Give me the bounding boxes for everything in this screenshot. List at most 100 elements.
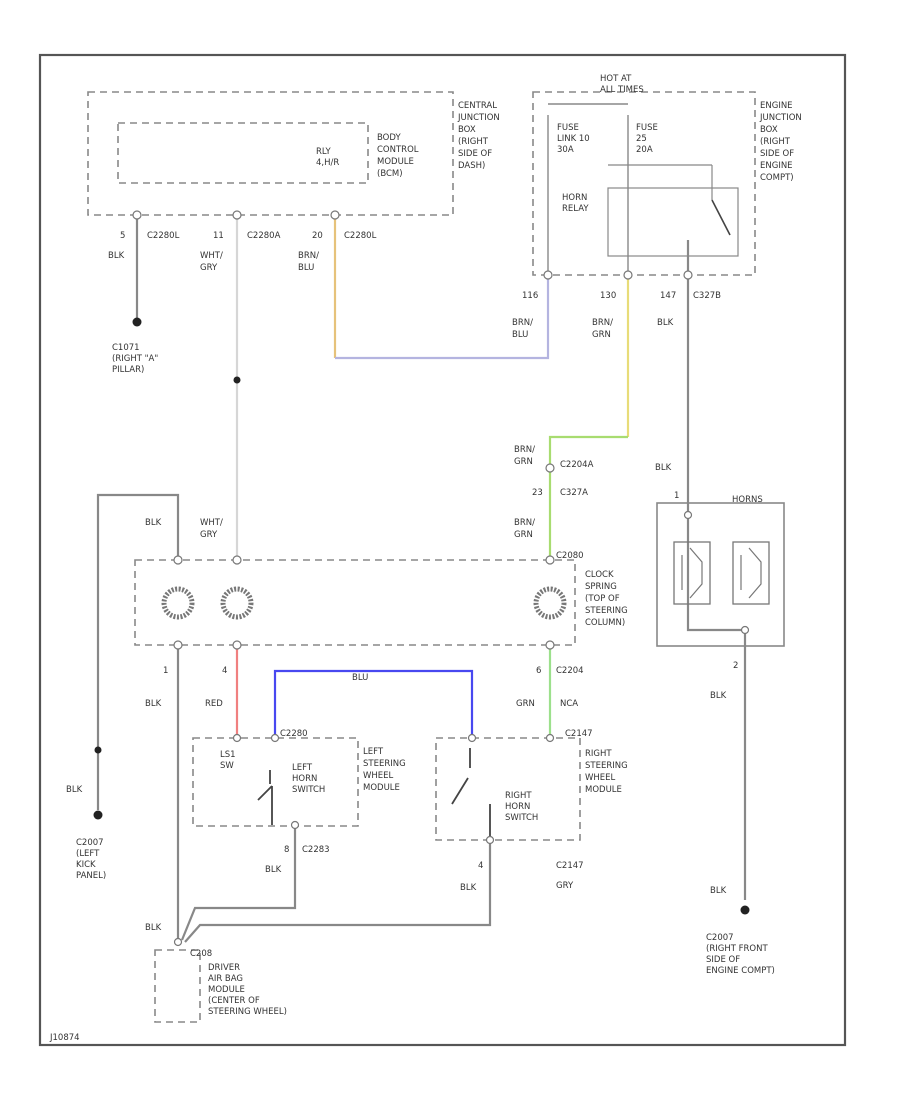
wire-label: GRN [516,699,535,709]
clock-spring-coil-icon [220,586,254,620]
pin-icon [485,835,495,845]
wire-label: BRN/GRN [592,318,613,340]
pin-label: 11 [213,231,224,241]
pin-label: 1 [674,491,679,501]
pin-label: 23 [532,488,543,498]
wire-blk-horn-inner [686,515,745,632]
right-horn-switch-icon [451,748,491,840]
wire-label: NCA [560,699,578,709]
connector-label: C2283 [302,845,330,855]
diagram-frame [38,53,847,1047]
connector-label: C2280 [280,729,308,739]
connector-pins [132,210,750,947]
pin-icon [232,555,242,565]
pin-icon [467,733,477,743]
wire-blu [273,669,474,738]
pin-label: 20 [312,231,323,241]
pin-label: 8 [284,845,289,855]
connector-label: C2280L [344,231,377,241]
pin-label: 2 [733,661,738,671]
pin-icon [545,640,555,650]
wire-label: BRN/GRN [514,445,535,467]
rsw-module-box [435,737,581,841]
horn-left-cone [681,547,703,599]
lsw-module-box [192,737,359,827]
pin-icon [330,210,340,220]
pin-label: 1 [163,666,168,676]
cjb-box [87,91,454,216]
pin-icon [173,555,183,565]
pin-label: 6 [536,666,541,676]
horn-label: HORNS [732,495,763,505]
pin-icon [232,640,242,650]
wire-label: BLK [710,691,727,701]
wire-label: BLK [145,699,162,709]
left-horn-switch-icon [257,770,273,825]
pin-icon [270,733,280,743]
connector-label: C2204A [560,460,594,470]
horn-right-cone [740,547,762,599]
wire-label: BRN/BLU [298,251,319,273]
pin-icon [623,270,633,280]
pin-icon [132,210,142,220]
connector-label: GRY [556,881,574,891]
wire-brn-grn-cross [548,435,628,560]
wires [96,215,747,943]
wire-blk-left [96,493,180,810]
pin-icon [683,270,693,280]
wire-label: WHT/GRY [200,518,223,540]
wire-brn-blu-cross [335,275,550,360]
module-boxes [87,91,785,1023]
connector-label: C2280L [147,231,180,241]
pin-icon [740,625,750,635]
relay-switch-icon [711,199,731,236]
pin-icon [290,820,300,830]
ground-symbols [93,317,750,915]
pin-label: 4 [222,666,227,676]
pin-label: 116 [522,291,538,301]
pin-icon [545,555,555,565]
connector-label: C327A [560,488,588,498]
horn-right-icon [732,541,770,605]
pin-label: 130 [600,291,616,301]
horn-box [656,502,785,647]
pin-icon [173,640,183,650]
pin-icon [173,937,183,947]
splice-dot-icon [233,376,241,384]
wire-label: BLK [265,865,282,875]
wire-label: BLK [655,463,672,473]
wire-blk-rhs [184,840,492,943]
clock-spring-coil-icon [161,586,195,620]
pin-icon [545,733,555,743]
pin-icon [232,733,242,743]
pin-label: 5 [120,231,125,241]
ground-c2007-right-icon [740,905,750,915]
pin-label: 147 [660,291,676,301]
wire-label: BLK [145,923,162,933]
wire-label: BRN/GRN [514,518,535,540]
ejb-box [532,91,756,276]
component-graphics [161,103,770,840]
pin-icon [543,270,553,280]
connector-label: C208 [190,949,212,959]
connector-label: C2280A [247,231,281,241]
ground-c1071-icon [132,317,142,327]
wire-label: BLU [352,673,368,683]
wire-label: BLK [657,318,674,328]
horn-left-icon [673,541,711,605]
